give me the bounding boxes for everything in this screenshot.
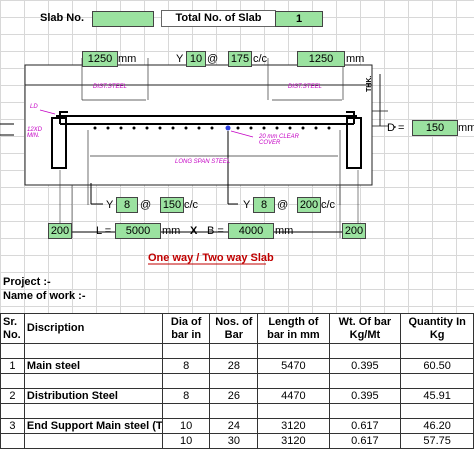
at-symbol-3: @ xyxy=(277,199,289,211)
at-symbol: @ xyxy=(207,53,219,65)
col-sr-no: Sr.No. xyxy=(0,313,25,344)
long-span-steel-annotation: LONG SPAN STEEL xyxy=(175,159,231,165)
unit-mm-left: mm xyxy=(118,53,137,65)
length-label: L = xyxy=(96,225,112,237)
dist-steel-right-annotation: DIST.STEEL xyxy=(288,84,322,90)
dist-steel-left-length[interactable]: 1250 xyxy=(82,51,118,67)
thk-label: THK. xyxy=(366,75,373,92)
table-row: 1 Main steel 8 28 5470 0.395 60.50 xyxy=(0,358,474,374)
top-bar-label: Y xyxy=(176,53,184,65)
support-left-width[interactable]: 200 xyxy=(48,223,72,239)
dist-steel-right-length[interactable]: 1250 xyxy=(297,51,345,67)
name-of-work-label: Name of work :- xyxy=(3,290,86,302)
unit-cc-bottom-left: c/c xyxy=(184,199,199,211)
bottom-right-bar-dia[interactable]: 8 xyxy=(253,197,275,213)
unit-cc-top: c/c xyxy=(253,53,268,65)
dist-steel-left-annotation: DIST.STEEL xyxy=(93,84,127,90)
breadth-field[interactable]: 4000 xyxy=(228,223,274,239)
table-row: 10 30 3120 0.617 57.75 xyxy=(0,433,474,449)
bottom-right-y-label: Y xyxy=(243,199,251,211)
bottom-right-bar-spacing[interactable]: 200 xyxy=(297,197,321,213)
total-slab-label: Total No. of Slab xyxy=(161,10,276,27)
support-right-width[interactable]: 200 xyxy=(342,223,366,239)
unit-mm-length: mm xyxy=(162,225,181,237)
depth-field[interactable]: 150 xyxy=(412,120,458,136)
slab-no-field[interactable] xyxy=(92,11,154,27)
total-slab-field[interactable]: 1 xyxy=(275,11,323,27)
slab-no-label: Slab No. xyxy=(40,12,85,24)
ld-annotation: LD xyxy=(30,104,38,110)
unit-mm-breadth: mm xyxy=(275,225,294,237)
breadth-label: B = xyxy=(207,225,224,237)
top-bar-spacing[interactable]: 175 xyxy=(228,51,252,67)
multiply-x: X xyxy=(190,225,198,237)
top-bar-dia[interactable]: 10 xyxy=(186,51,206,67)
project-label: Project :- xyxy=(3,276,51,288)
table-row: 2 Distribution Steel 8 26 4470 0.395 45.… xyxy=(0,388,474,404)
unit-mm-depth: mm xyxy=(458,122,474,134)
bottom-left-y-label: Y xyxy=(106,199,114,211)
col-description: Discription xyxy=(23,313,163,344)
slab-section-drawing xyxy=(0,58,396,265)
at-symbol-2: @ xyxy=(140,199,152,211)
unit-cc-bottom-right: c/c xyxy=(321,199,336,211)
bottom-left-bar-spacing[interactable]: 150 xyxy=(160,197,184,213)
unit-mm-right: mm xyxy=(346,53,365,65)
slab-type-title: One way / Two way Slab xyxy=(148,252,274,264)
length-field[interactable]: 5000 xyxy=(115,223,161,239)
bottom-left-bar-dia[interactable]: 8 xyxy=(116,197,138,213)
table-row: 3 End Support Main steel (To 10 24 3120 … xyxy=(0,418,474,434)
depth-label: D = xyxy=(387,122,405,134)
